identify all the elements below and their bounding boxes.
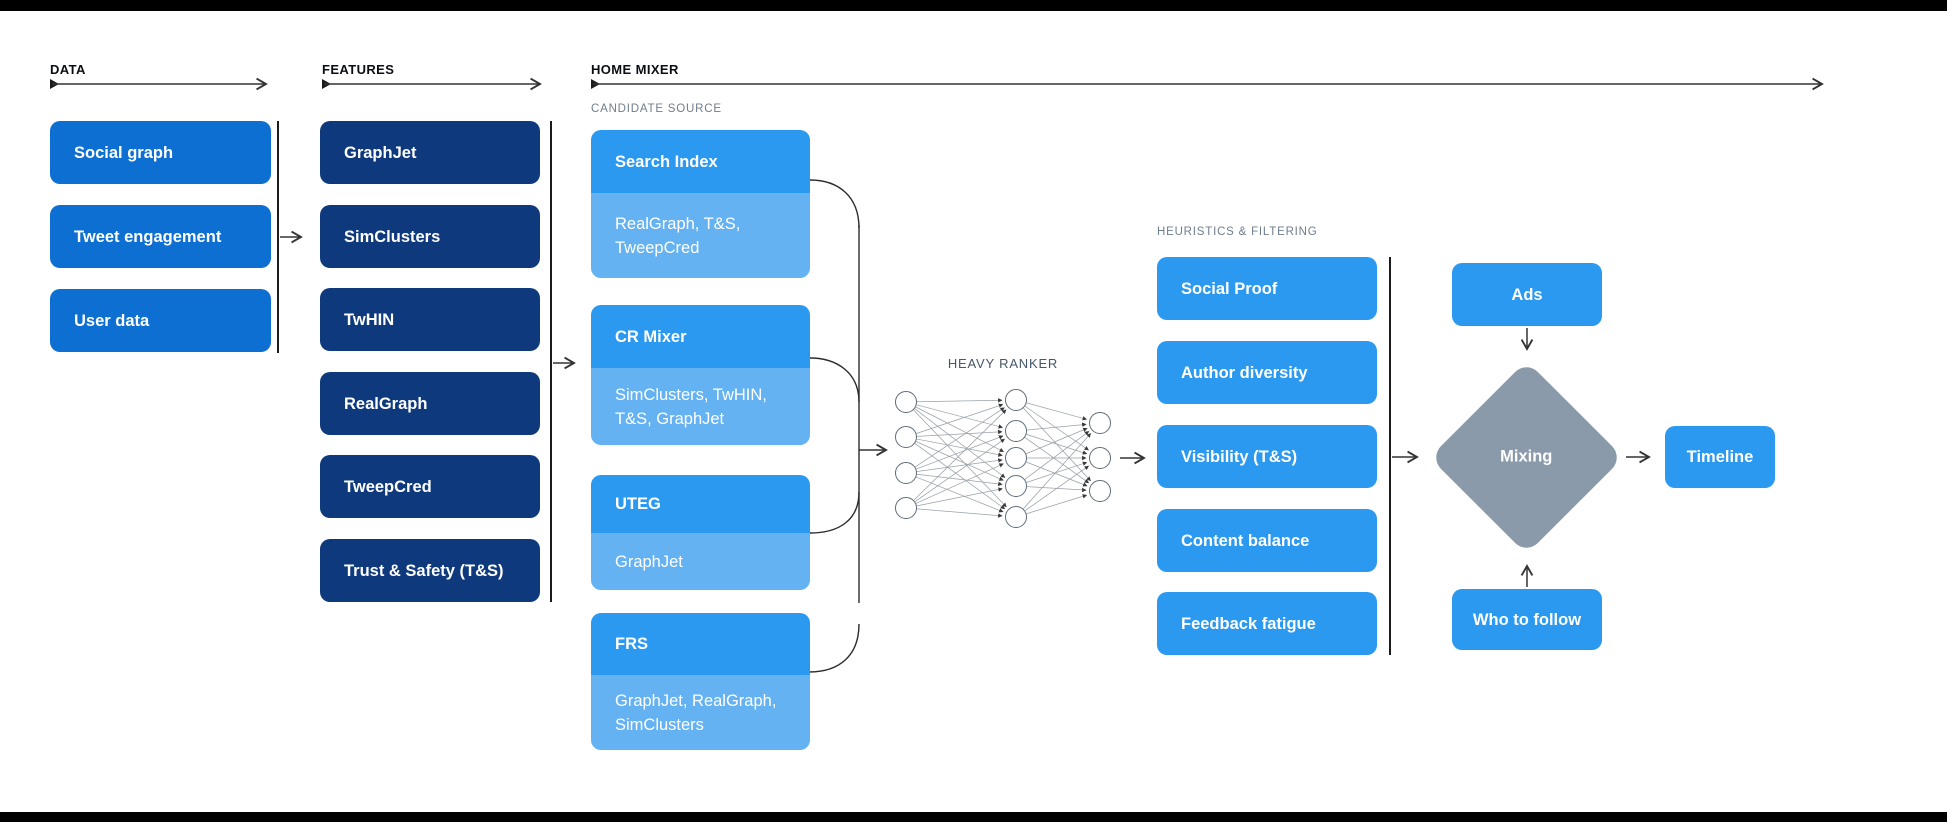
- data-box-social-graph: Social graph: [50, 121, 271, 184]
- uteg-connector: [809, 491, 860, 534]
- data-section-label: DATA: [50, 62, 86, 77]
- candidate-sub-uteg: GraphJet: [591, 533, 810, 590]
- candidate-box-cr-mixer: CR Mixer: [591, 305, 810, 368]
- timeline-box: Timeline: [1665, 426, 1775, 488]
- mixing-label: Mixing: [1500, 448, 1553, 466]
- ads-box: Ads: [1452, 263, 1602, 326]
- heuristics-filtering-label: HEURISTICS & FILTERING: [1157, 226, 1318, 238]
- feature-box-graphjet: GraphJet: [320, 121, 540, 184]
- home-mixer-section-label: HOME MIXER: [591, 62, 679, 77]
- candidate-sub-search-index: RealGraph, T&S, TweepCred: [591, 193, 810, 278]
- candidate-sub-cr-mixer: SimClusters, TwHIN, T&S, GraphJet: [591, 368, 810, 445]
- feature-box-tweepcred: TweepCred: [320, 455, 540, 518]
- bottom-black-bar: [0, 812, 1947, 822]
- heavy-ranker-label: HEAVY RANKER: [947, 356, 1059, 371]
- heuristic-box-content-balance: Content balance: [1157, 509, 1377, 572]
- candidate-box-uteg: UTEG: [591, 475, 810, 533]
- feature-box-trust-safety: Trust & Safety (T&S): [320, 539, 540, 602]
- candidate-source-label: CANDIDATE SOURCE: [591, 103, 722, 115]
- heuristic-box-social-proof: Social Proof: [1157, 257, 1377, 320]
- cr-mixer-connector: [809, 357, 860, 403]
- top-black-bar: [0, 0, 1947, 11]
- neural-network-graphic: [895, 389, 1111, 528]
- candidate-box-search-index: Search Index: [591, 130, 810, 193]
- feature-box-simclusters: SimClusters: [320, 205, 540, 268]
- data-box-user-data: User data: [50, 289, 271, 352]
- candidate-sub-frs: GraphJet, RealGraph, SimClusters: [591, 675, 810, 750]
- search-index-connector: [809, 179, 860, 229]
- frs-connector: [808, 623, 860, 673]
- candidate-box-frs: FRS: [591, 613, 810, 675]
- data-box-tweet-engagement: Tweet engagement: [50, 205, 271, 268]
- heuristic-box-author-diversity: Author diversity: [1157, 341, 1377, 404]
- heuristic-box-visibility: Visibility (T&S): [1157, 425, 1377, 488]
- features-section-label: FEATURES: [322, 62, 395, 77]
- heuristic-box-feedback-fatigue: Feedback fatigue: [1157, 592, 1377, 655]
- feature-box-realgraph: RealGraph: [320, 372, 540, 435]
- who-to-follow-box: Who to follow: [1452, 589, 1602, 650]
- feature-box-twhin: TwHIN: [320, 288, 540, 351]
